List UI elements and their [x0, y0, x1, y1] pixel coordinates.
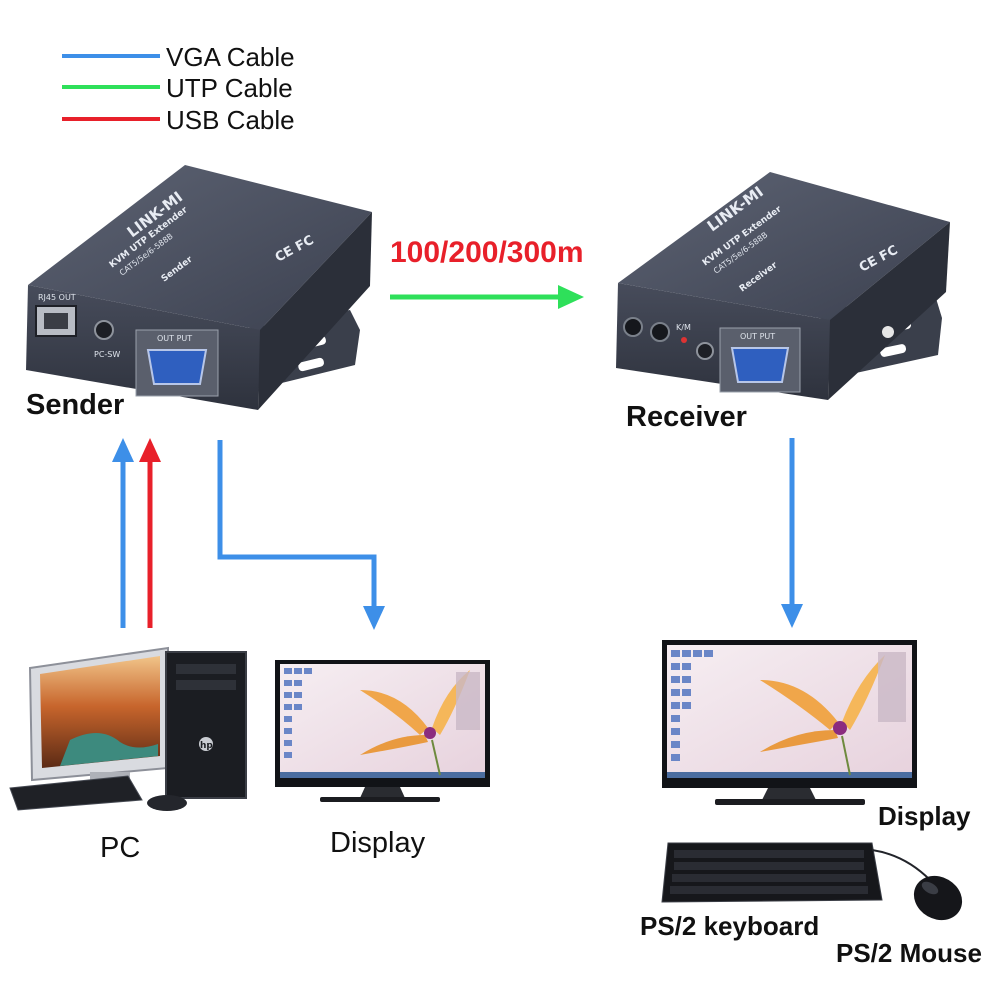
- display-right-flower-icon: [760, 655, 885, 776]
- display-left-illustration: [275, 660, 490, 802]
- sender-vga-label: OUT PUT: [157, 334, 192, 343]
- pc-to-sender-vga-cable: [112, 438, 134, 628]
- display-left-label: Display: [330, 827, 426, 859]
- sender-pc-sw-label: PC-SW: [94, 350, 120, 359]
- pc-label: PC: [100, 832, 140, 864]
- pc-tower-badge: hp: [200, 741, 213, 751]
- receiver-knob-icon-2: [650, 322, 670, 342]
- receiver-top-face: [618, 172, 950, 320]
- sender-vga-port: [146, 349, 208, 385]
- sender-rj45-socket: [44, 313, 68, 329]
- display-right-desktop-icons: [671, 650, 713, 761]
- sender-rj45-label: RJ45 OUT: [38, 293, 76, 302]
- distance-label: 100/200/300m: [390, 236, 584, 269]
- display-right-taskbar: [667, 772, 912, 778]
- display-left-screen: [280, 664, 485, 778]
- keyboard-label: PS/2 keyboard: [640, 911, 819, 941]
- legend-usb-label: USB Cable: [166, 105, 295, 135]
- display-left-side-panel: [456, 672, 480, 730]
- receiver-flange-slot-2: [880, 344, 907, 357]
- sender-pc-sw-jack: [94, 320, 114, 340]
- receiver-led-icon: [681, 337, 687, 343]
- sender-top-face: [28, 165, 372, 330]
- pc-tower-bay-2: [176, 680, 236, 690]
- receiver-vga-port: [730, 347, 790, 383]
- pc-tower-bay: [176, 664, 236, 674]
- pc-monitor-stand: [90, 772, 130, 782]
- display-right-illustration: [662, 640, 917, 805]
- sender-flange-slot-2: [298, 357, 324, 372]
- receiver-kvm-label: K/M: [676, 323, 691, 332]
- utp-arrow-head: [558, 285, 584, 309]
- pc-tower-badge-icon: [199, 737, 213, 751]
- display-left-stand: [360, 787, 405, 798]
- keyboard-cable: [871, 849, 931, 881]
- legend: VGA Cable UTP Cable USB Cable: [62, 42, 295, 135]
- mouse-highlight: [921, 881, 939, 895]
- keyboard-keys: [670, 850, 868, 894]
- mouse-illustration: [913, 875, 963, 921]
- display-right-label: Display: [878, 801, 971, 831]
- mouse-label: PS/2 Mouse: [836, 938, 982, 968]
- display-left-desktop-icons: [284, 668, 312, 758]
- pc-tower: [165, 651, 247, 799]
- receiver-device: LINK-MI KVM UTP Extender CAT5/5e/6-588B …: [616, 172, 950, 400]
- pc-keyboard: [9, 775, 143, 811]
- display-left-base: [320, 797, 440, 802]
- receiver-audio-jack: [696, 342, 714, 360]
- pc-mouse: [147, 795, 187, 811]
- sender-device: LINK-MI KVM UTP Extender CAT5/5e/6-588B …: [26, 165, 372, 410]
- receiver-vga-label: OUT PUT: [740, 332, 775, 341]
- receiver-screw-icon: [882, 326, 894, 338]
- legend-utp-label: UTP Cable: [166, 73, 293, 103]
- mouse-body: [913, 875, 963, 921]
- keyboard-illustration: [661, 842, 931, 903]
- utp-arrow: [390, 285, 584, 309]
- display-left-taskbar: [280, 772, 485, 778]
- display-right-stand: [762, 788, 816, 800]
- receiver-side-face: [828, 222, 950, 400]
- pc-monitor-river: [60, 732, 158, 766]
- sender-to-display-vga-cable: [217, 440, 385, 630]
- receiver-to-display-vga-cable: [781, 438, 803, 628]
- sender-label: Sender: [26, 389, 124, 421]
- display-right-screen: [667, 645, 912, 778]
- legend-vga-label: VGA Cable: [166, 42, 295, 72]
- receiver-knob-icon: [623, 317, 643, 337]
- sender-side-face: [258, 212, 372, 410]
- receiver-label: Receiver: [626, 401, 747, 433]
- pc-to-sender-usb-cable: [139, 438, 161, 628]
- pc-illustration: hp: [9, 646, 247, 811]
- display-right-side-panel: [878, 652, 906, 722]
- display-right-base: [715, 799, 865, 805]
